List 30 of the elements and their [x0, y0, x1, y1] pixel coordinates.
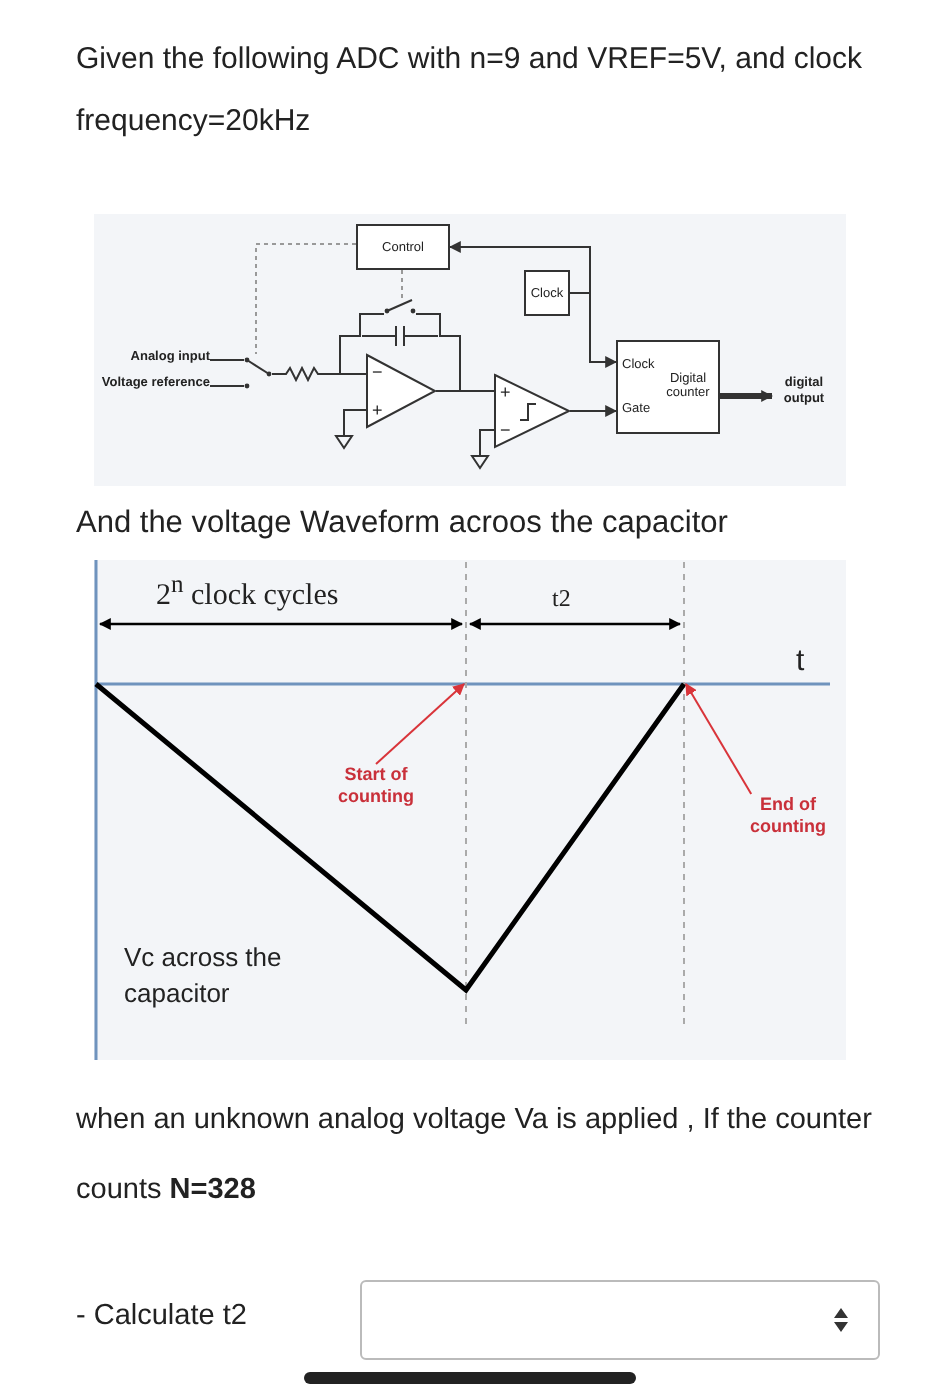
- counter-box: [616, 340, 720, 434]
- block-box: [356, 224, 450, 270]
- arrow: [720, 390, 774, 402]
- wire: [339, 313, 385, 375]
- input-sign: +: [500, 382, 511, 402]
- section-heading: And the voltage Waveform acroos the capacitor: [76, 506, 728, 542]
- question-text: when an unknown analog voltage Va is applied , If the counter counts N=328: [76, 1102, 874, 1210]
- input-sign: −: [500, 420, 511, 440]
- op-amp: [366, 354, 436, 428]
- arrow: [448, 241, 591, 294]
- callout-text: End of counting: [748, 794, 828, 838]
- dimension-label: 2$^{n}$ clock cycles: [156, 570, 339, 614]
- axis-label: t: [796, 644, 805, 678]
- input-sign: −: [372, 362, 383, 382]
- leader-arrow: [375, 683, 465, 765]
- switch-symbol: [384, 298, 416, 314]
- block-box: [524, 270, 570, 316]
- wire: [209, 359, 245, 361]
- dimension-label: t2: [552, 584, 571, 614]
- arrow: [569, 405, 618, 417]
- question-text: - Calculate t2: [76, 1300, 247, 1332]
- leader-arrow: [685, 682, 753, 795]
- op-amp: [494, 374, 570, 448]
- callout-text: Start of counting: [336, 764, 416, 808]
- axis-label: Vc across the capacitor: [124, 940, 284, 1012]
- wire: [415, 313, 461, 392]
- question-text: Given the following ADC with n=9 and VREF=5V, and clock frequency=20kHz: [76, 40, 865, 142]
- wire: [209, 385, 245, 387]
- switch-symbol: [244, 354, 272, 390]
- input-sign: +: [372, 400, 383, 420]
